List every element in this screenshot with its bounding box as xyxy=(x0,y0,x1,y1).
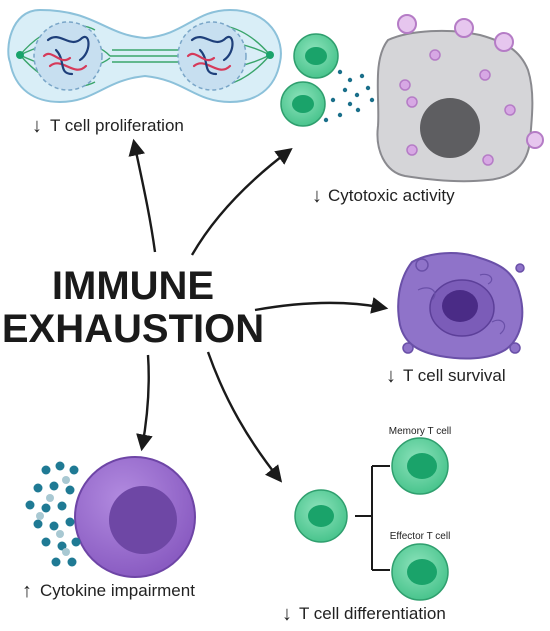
arrow-to-differentiation xyxy=(206,351,283,483)
cytotoxic-arrow-glyph: ↓ xyxy=(312,185,322,207)
survival-label: T cell survival xyxy=(403,366,506,385)
differentiation-label: T cell differentiation xyxy=(299,604,446,623)
dividing-cell-illustration xyxy=(7,8,282,104)
cytokine-arrow-glyph: ↑ xyxy=(22,580,32,602)
arrow-to-cytokine xyxy=(136,354,153,452)
cytokine-label: Cytokine impairment xyxy=(40,581,195,600)
title-line-1: IMMUNE xyxy=(52,264,214,308)
proliferation-label: T cell proliferation xyxy=(50,116,184,135)
memory-t-cell-label: Memory T cell xyxy=(389,426,451,437)
survival-arrow-glyph: ↓ xyxy=(386,365,396,387)
effect-arrows xyxy=(128,138,389,483)
proliferation-arrow-glyph: ↓ xyxy=(32,115,42,137)
arrow-to-proliferation xyxy=(128,138,157,253)
virus-icon xyxy=(397,14,544,149)
cytokine-cell-illustration xyxy=(25,456,196,578)
differentiation-arrow-glyph: ↓ xyxy=(282,603,292,625)
cytotoxic-illustration xyxy=(280,14,544,183)
cytotoxic-label: Cytotoxic activity xyxy=(328,186,455,205)
apoptotic-cell-illustration xyxy=(397,252,525,360)
title-line-2: EXHAUSTION xyxy=(2,307,264,351)
arrow-to-survival xyxy=(254,297,389,314)
arrow-to-cytotoxic xyxy=(190,147,293,256)
differentiation-illustration xyxy=(294,437,449,601)
effector-t-cell-label: Effector T cell xyxy=(390,531,451,542)
